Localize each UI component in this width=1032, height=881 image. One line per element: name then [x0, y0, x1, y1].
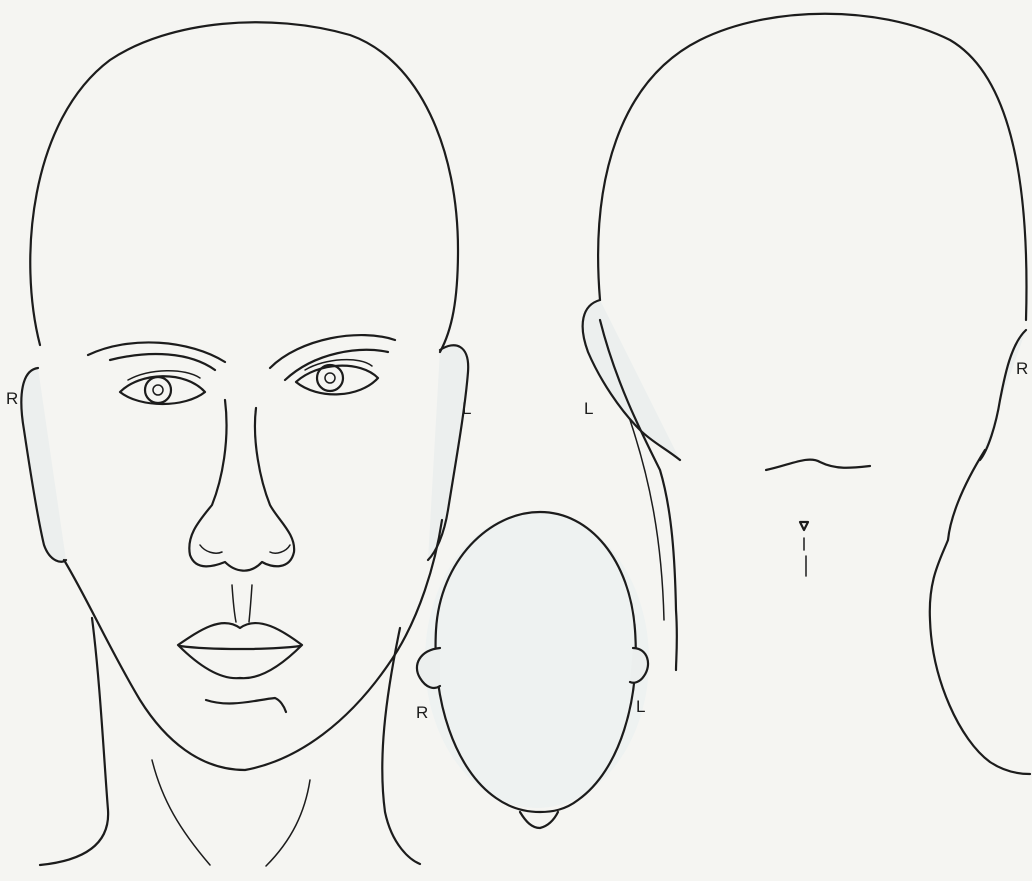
back-left-label: L — [584, 399, 593, 418]
back-right-label: R — [1016, 359, 1028, 378]
front-left-label: L — [462, 399, 471, 418]
front-right-label: R — [6, 389, 18, 408]
top-left-label: L — [636, 697, 645, 716]
top-scalp-fill — [425, 512, 649, 808]
top-right-label: R — [416, 703, 428, 722]
